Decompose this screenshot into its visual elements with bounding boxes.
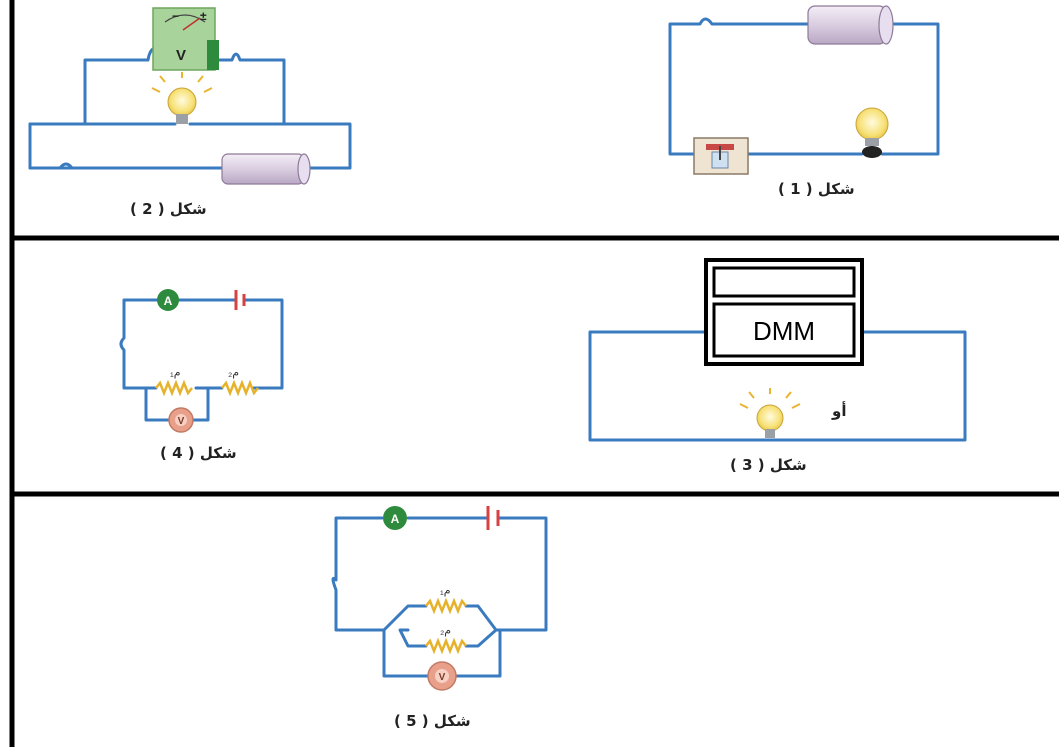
fig5-voltmeter-icon: V: [427, 661, 457, 691]
fig5-resistor-2: م₂: [425, 625, 467, 655]
fig2-meter-plus: ±: [200, 9, 207, 23]
fig3-caption: شكل ( 3 ): [730, 456, 807, 474]
fig4-voltmeter-label: V: [178, 416, 185, 427]
fig4-voltmeter-wire: [144, 386, 210, 422]
fig4-resistor-2: م₂: [221, 367, 259, 397]
fig1-battery-icon: [807, 5, 894, 45]
fig4-ammeter-icon: A: [157, 289, 179, 311]
fig5-r1-label: م₁: [440, 585, 451, 597]
fig5-ammeter-icon: A: [383, 506, 407, 530]
fig5-voltmeter-wire: [382, 628, 502, 678]
fig3-or-label: أو: [831, 401, 846, 420]
fig2-bulb-icon: [151, 72, 213, 124]
fig1-switch-icon: [693, 137, 749, 175]
figure-1: شكل ( 1 ): [668, 5, 940, 198]
fig1-caption: شكل ( 1 ): [778, 180, 855, 198]
fig2-main-wire: [28, 122, 352, 170]
fig5-caption: شكل ( 5 ): [394, 712, 471, 730]
fig4-ammeter-label: A: [164, 294, 173, 308]
fig1-main-wire: [668, 17, 940, 156]
fig2-caption: شكل ( 2 ): [130, 200, 207, 218]
fig4-r1-label: م₁: [170, 367, 181, 379]
fig5-battery-symbol: [486, 506, 500, 530]
fig1-switch-wire: [668, 144, 696, 156]
fig4-caption: شكل ( 4 ): [160, 444, 237, 462]
fig3-wire: [588, 330, 967, 442]
figure-3: DMM أو شكل ( 3 ): [588, 258, 967, 474]
figure-2: − ± V شكل ( 2 ): [28, 7, 352, 218]
fig5-ammeter-label: A: [391, 512, 400, 526]
fig5-parallel-wire: [382, 604, 498, 648]
fig4-battery-symbol: [234, 290, 246, 310]
fig4-voltmeter-icon: V: [168, 407, 194, 433]
fig4-main-wire: [119, 298, 284, 390]
figure-4: A م₁ م₂ V شكل ( 4 ): [119, 289, 284, 462]
fig5-voltmeter-label: V: [439, 672, 446, 683]
fig1-bulb-icon: [855, 107, 889, 158]
fig4-r2-label: م₂: [228, 367, 239, 379]
fig2-battery-icon: [221, 153, 311, 185]
fig3-dmm-label: DMM: [753, 316, 815, 346]
fig3-dmm-meter: DMM: [704, 258, 864, 366]
fig5-main-wire: [331, 516, 548, 632]
figure-5: A م₁ م₂ V شكل ( 5 ): [331, 506, 548, 730]
fig5-resistor-1: م₁: [425, 585, 467, 615]
fig5-r2-label: م₂: [440, 625, 451, 637]
fig2-meter-label: V: [176, 47, 186, 64]
fig2-voltmeter: − ± V: [152, 7, 219, 71]
fig2-meter-minus: −: [172, 9, 179, 23]
fig4-resistor-1: م₁: [155, 367, 193, 397]
fig3-bulb-icon: [739, 388, 801, 438]
